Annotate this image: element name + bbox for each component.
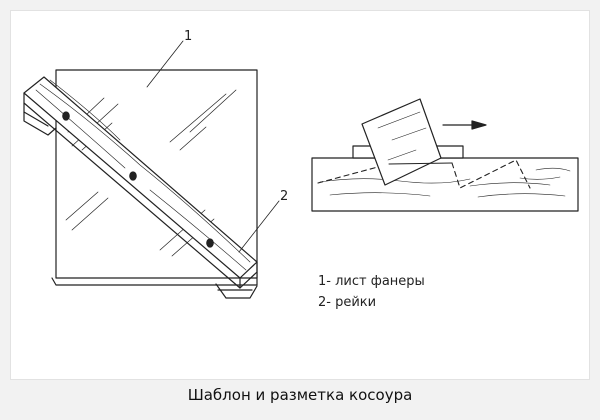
slat-wood-grain: [35, 79, 251, 271]
screw: [206, 238, 214, 248]
stringer-board: [311, 157, 579, 212]
legend-item-plywood: 1- лист фанеры: [318, 274, 425, 289]
leader-line-1: [146, 40, 184, 88]
leader-line-2: [238, 200, 280, 253]
template-wood-grain: [377, 111, 427, 161]
template-edge-line: [388, 162, 453, 165]
legend: 1- лист фанеры 2- рейки: [318, 271, 425, 313]
sliding-template: [352, 98, 464, 186]
callout-slats: 2: [280, 189, 288, 204]
screw: [62, 111, 70, 121]
figure-caption: Шаблон и разметка косоура: [187, 386, 413, 404]
lower-slat: [23, 102, 258, 299]
screw: [129, 171, 137, 181]
callout-plywood: 1: [184, 29, 192, 44]
stair-marking-line: [317, 159, 531, 189]
board-wood-grain: [319, 167, 571, 198]
legend-item-slats: 2- рейки: [318, 295, 377, 310]
upper-slat: [23, 76, 258, 289]
direction-arrow-icon: [442, 120, 487, 130]
